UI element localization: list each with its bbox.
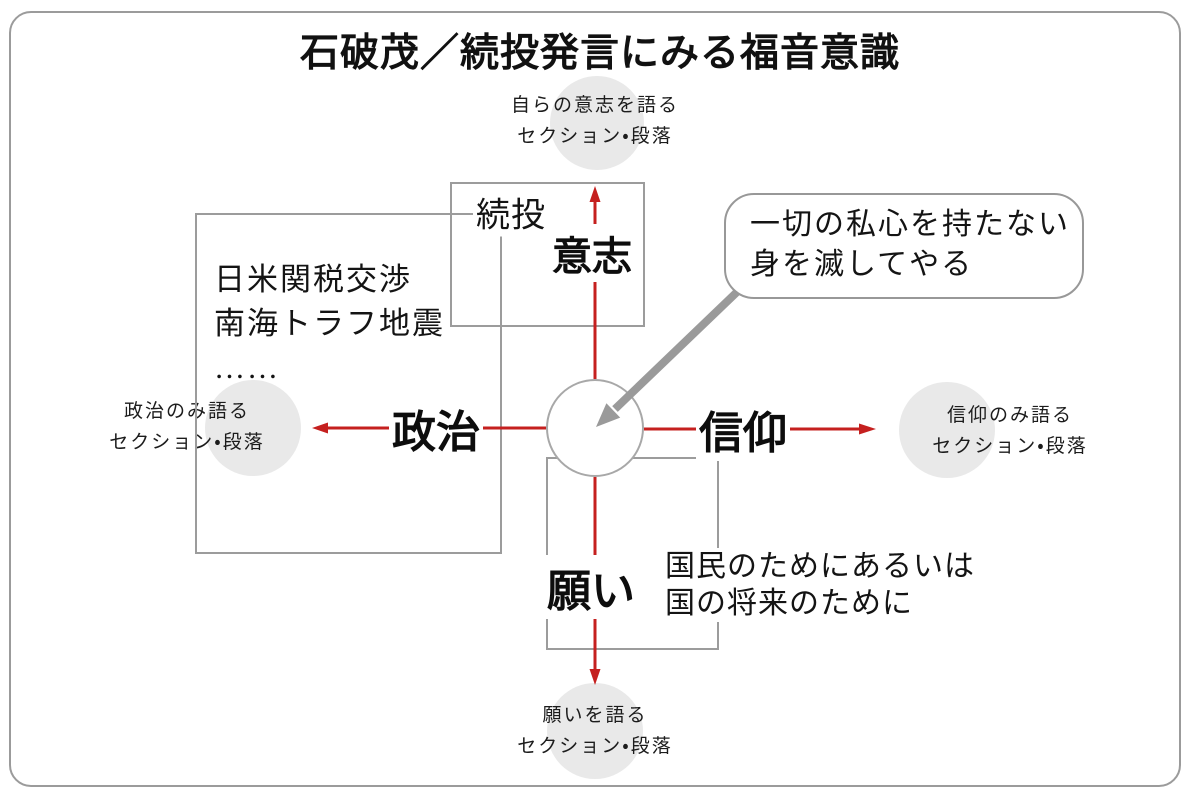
axis-label-wish: 願い: [544, 555, 638, 619]
left-quadrant-circle: [205, 380, 301, 476]
politics-box-line1: 日米関税交渉: [214, 262, 412, 297]
politics-box: [195, 213, 502, 554]
right-quadrant-circle: [899, 382, 995, 478]
bottom-quadrant-label-line2: セクション・段落: [517, 736, 673, 757]
tenure-box: [450, 182, 645, 327]
bottom-quadrant-label: 願いを語る セクション・段落: [517, 700, 672, 762]
axis-label-faith: 信仰: [696, 397, 790, 461]
bottom-quadrant-label-line1: 願いを語る: [542, 705, 648, 726]
left-quadrant-label: 政治のみ語る セクション・段落: [109, 396, 264, 458]
top-quadrant-label-line2: セクション・段落: [517, 126, 673, 147]
right-quadrant-label: 信仰のみ語る セクション・段落: [932, 400, 1087, 462]
left-quadrant-label-line2: セクション・段落: [109, 432, 265, 453]
axis-label-politics: 政治: [389, 396, 483, 460]
bottom-quadrant-circle: [547, 683, 643, 779]
right-quadrant-label-line2: セクション・段落: [932, 436, 1088, 457]
politics-box-line2: 南海トラフ地震: [214, 306, 445, 341]
axis-label-will: 意志: [549, 224, 635, 282]
tenure-label: 続投: [473, 187, 549, 237]
politics-box-text: 日米関税交渉 南海トラフ地震 ……: [214, 258, 445, 390]
speech-bubble-line2: 身を滅してやる: [750, 248, 974, 281]
right-quadrant-label-line1: 信仰のみ語る: [946, 405, 1073, 426]
diagram-title: 石破茂／続投発言にみる福音意識: [299, 32, 900, 75]
wish-note-line1: 国民のためにあるいは: [665, 550, 975, 583]
top-quadrant-label-line1: 自らの意志を語る: [510, 95, 680, 116]
speech-bubble: 一切の私心を持たない 身を滅してやる: [724, 193, 1084, 299]
center-circle: [546, 379, 644, 477]
politics-box-line3: ……: [214, 350, 280, 385]
wish-note-text: 国民のためにあるいは 国の将来のために: [662, 548, 978, 622]
speech-bubble-line1: 一切の私心を持たない: [750, 208, 1070, 241]
speech-bubble-text: 一切の私心を持たない 身を滅してやる: [750, 205, 1070, 285]
wish-note-line2: 国の将来のために: [665, 587, 913, 620]
left-quadrant-label-line1: 政治のみ語る: [123, 401, 250, 422]
top-quadrant-label: 自らの意志を語る セクション・段落: [511, 90, 679, 152]
top-quadrant-circle: [550, 76, 644, 170]
